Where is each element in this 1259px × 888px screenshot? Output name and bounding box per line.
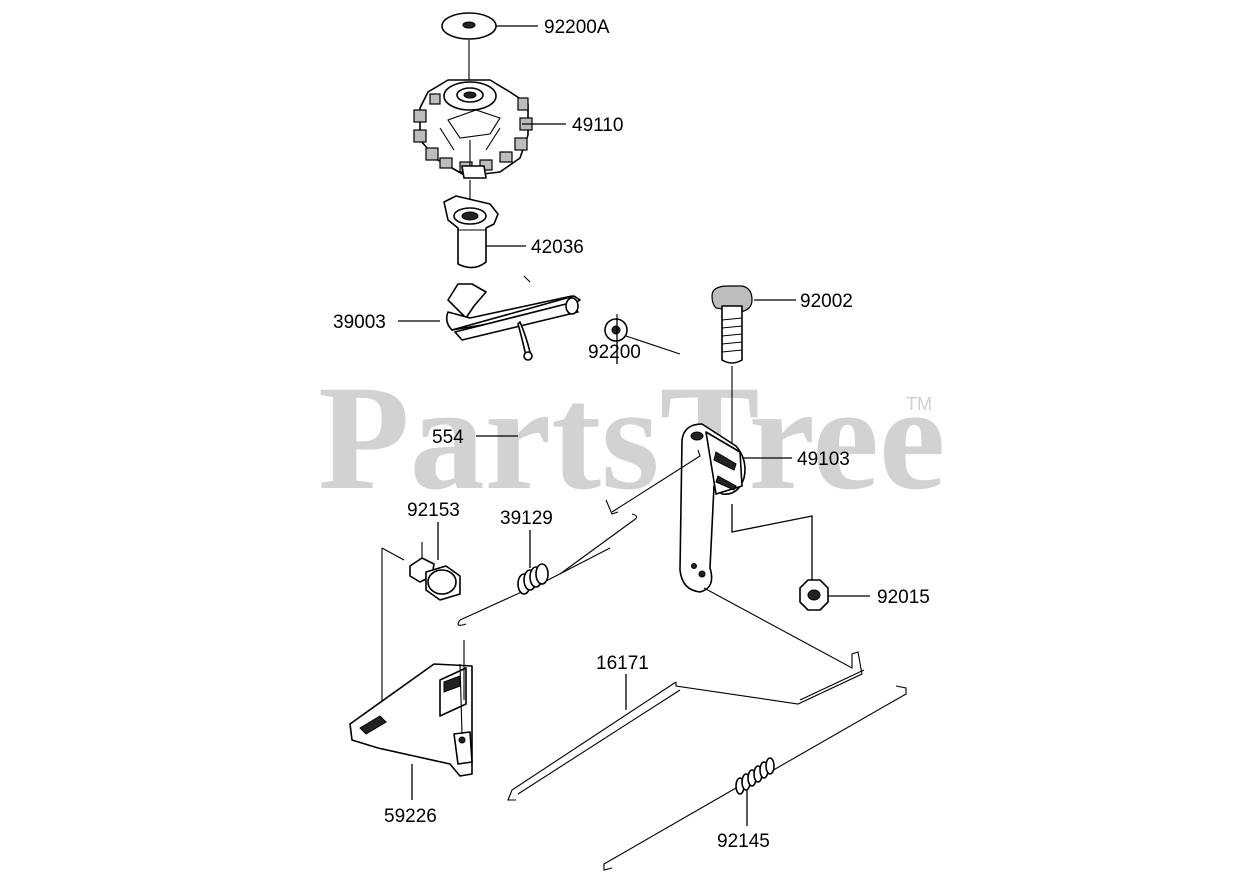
bolt-icon[interactable] [409, 542, 461, 601]
spring-rod-icon[interactable] [457, 449, 701, 626]
leader-lines [398, 25, 870, 826]
label-39003[interactable]: 39003 [333, 312, 386, 333]
sleeve-icon[interactable] [443, 180, 499, 269]
governor-shaft-icon[interactable] [445, 275, 581, 341]
nut-icon[interactable] [731, 504, 829, 611]
washer-icon[interactable] [441, 12, 497, 40]
label-92002[interactable]: 92002 [800, 291, 853, 312]
link-rod-icon[interactable] [507, 587, 865, 801]
label-92145[interactable]: 92145 [717, 831, 770, 852]
bolt-icon[interactable] [711, 285, 753, 446]
part-labels: 92200A 49110 42036 39003 92200 554 92002… [333, 17, 930, 852]
label-59226[interactable]: 59226 [384, 806, 437, 827]
watermark-trademark: TM [906, 394, 932, 414]
governor-arm-icon[interactable] [679, 423, 746, 593]
cotter-pin-icon[interactable] [517, 321, 533, 361]
label-554[interactable]: 554 [432, 427, 464, 448]
label-49103[interactable]: 49103 [797, 449, 850, 470]
label-92200[interactable]: 92200 [588, 342, 641, 363]
spring-icon[interactable] [603, 685, 907, 871]
label-42036[interactable]: 42036 [531, 237, 584, 258]
label-16171[interactable]: 16171 [596, 653, 649, 674]
label-92200A[interactable]: 92200A [544, 17, 610, 38]
bracket-icon[interactable] [349, 547, 473, 777]
watermark: PartsTree TM [318, 355, 945, 521]
label-49110[interactable]: 49110 [572, 115, 623, 136]
watermark-brand: PartsTree [318, 355, 945, 521]
label-92015[interactable]: 92015 [877, 587, 930, 608]
label-92153[interactable]: 92153 [407, 500, 460, 521]
label-39129[interactable]: 39129 [500, 508, 553, 529]
governor-gear-icon[interactable] [413, 40, 533, 179]
